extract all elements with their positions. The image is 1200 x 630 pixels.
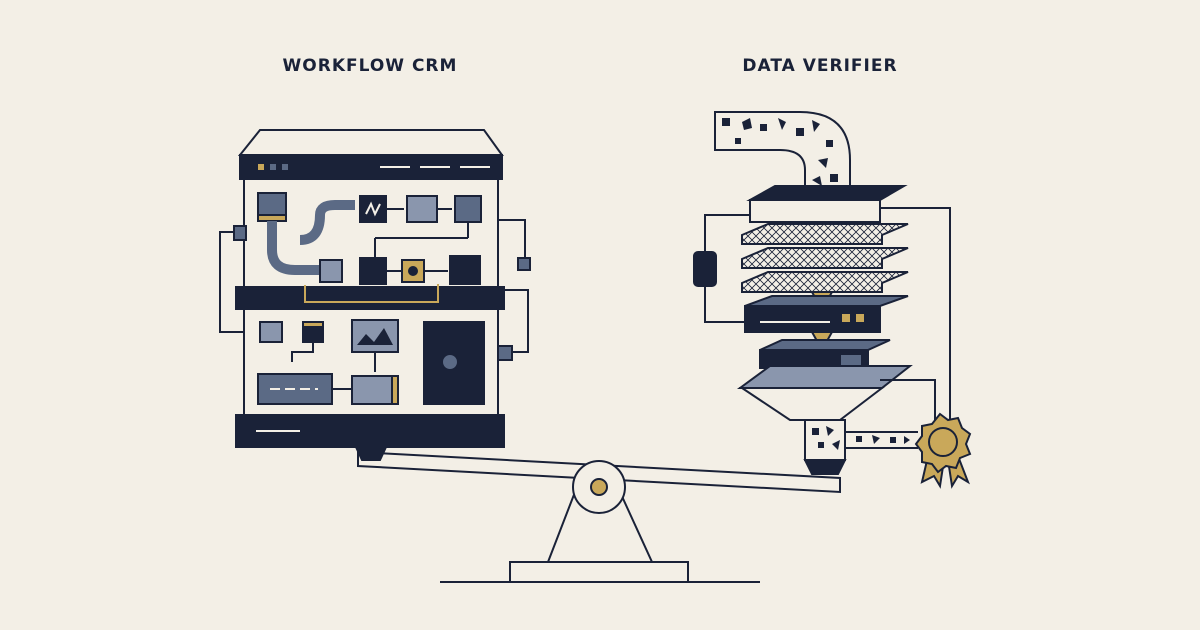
workflow-crm-title: WORKFLOW CRM xyxy=(282,56,458,76)
data-filter-stack xyxy=(693,111,951,475)
seesaw-balance xyxy=(357,450,841,583)
data-verifier-title: DATA VERIFIER xyxy=(742,56,898,76)
quality-award-seal xyxy=(914,412,972,489)
data-fragments-out xyxy=(812,426,840,450)
data-fragments-in xyxy=(722,118,838,186)
crm-workflow-machine xyxy=(219,129,531,461)
